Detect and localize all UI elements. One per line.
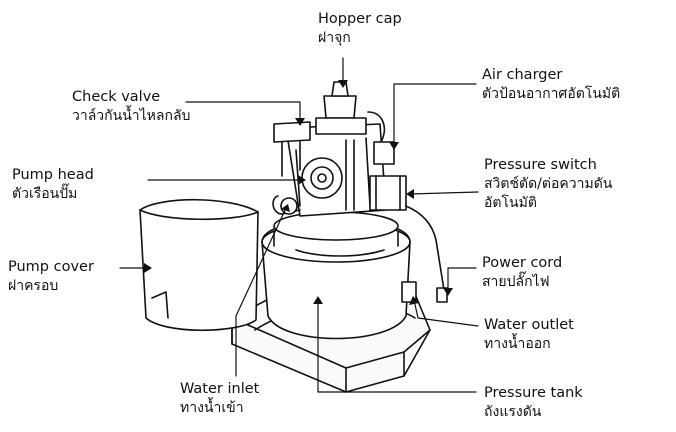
pump-cover-en: Pump cover <box>8 259 94 275</box>
leader-air-charger <box>393 83 477 147</box>
pressure-tank-en: Pressure tank <box>484 385 583 401</box>
pump-cover-th: ฝาครอบ <box>8 278 59 294</box>
leader-power-cord <box>447 267 477 293</box>
water-outlet-shape <box>401 281 417 303</box>
water-outlet-en: Water outlet <box>484 317 574 333</box>
power-cord-th: สายปลั๊กไฟ <box>482 274 550 290</box>
pressure-tank-th: ถังแรงดัน <box>484 404 542 420</box>
pump-cover-shape <box>139 198 259 332</box>
hopper-cap-shape <box>315 81 367 135</box>
pressure-switch-shape <box>369 175 407 211</box>
arrowheads <box>144 80 453 305</box>
label-power-cord: Power cord สายปลั๊กไฟ <box>482 254 562 292</box>
leader-lines <box>119 57 479 393</box>
pressure-switch-th2: อัตโนมัติ <box>484 195 537 211</box>
label-air-charger: Air charger ตัวป้อนอากาศอัตโนมัติ <box>482 66 620 104</box>
pressure-tank-shape <box>261 211 411 340</box>
leader-water-outlet <box>413 299 479 327</box>
pressure-switch-en: Pressure switch <box>484 157 597 173</box>
check-valve-th: วาล์วกันน้ำไหลกลับ <box>72 108 191 124</box>
label-pump-head: Pump head ตัวเรือนปั๊ม <box>12 166 94 204</box>
pump-head-th: ตัวเรือนปั๊ม <box>12 186 78 202</box>
pressure-switch-th1: สวิตช์ตัด/ต่อความดัน <box>484 176 613 192</box>
label-check-valve: Check valve วาล์วกันน้ำไหลกลับ <box>72 88 190 126</box>
check-valve-en: Check valve <box>72 89 161 105</box>
label-pressure-switch: Pressure switch สวิตช์ตัด/ต่อความดัน อัต… <box>484 156 612 213</box>
leader-water-inlet <box>235 207 287 377</box>
hopper-cap-th: ฝาจุก <box>318 30 351 46</box>
hopper-cap-en: Hopper cap <box>318 11 402 27</box>
air-charger-en: Air charger <box>482 67 563 83</box>
leader-pressure-tank <box>317 299 477 393</box>
label-hopper-cap: Hopper cap ฝาจุก <box>318 10 402 48</box>
label-pressure-tank: Pressure tank ถังแรงดัน <box>484 384 583 422</box>
leader-pressure-switch <box>409 191 479 195</box>
pump-head-en: Pump head <box>12 167 94 183</box>
label-pump-cover: Pump cover ฝาครอบ <box>8 258 94 296</box>
label-water-outlet: Water outlet ทางน้ำออก <box>484 316 574 354</box>
power-cord-shape <box>405 205 448 303</box>
air-charger-shape <box>367 111 395 165</box>
leader-check-valve <box>185 101 301 123</box>
water-outlet-th: ทางน้ำออก <box>484 336 551 352</box>
label-water-inlet: Water inlet ทางน้ำเข้า <box>180 380 259 418</box>
water-inlet-th: ทางน้ำเข้า <box>180 400 244 416</box>
air-charger-th: ตัวป้อนอากาศอัตโนมัติ <box>482 86 621 102</box>
water-inlet-en: Water inlet <box>180 381 260 397</box>
power-cord-en: Power cord <box>482 255 563 271</box>
